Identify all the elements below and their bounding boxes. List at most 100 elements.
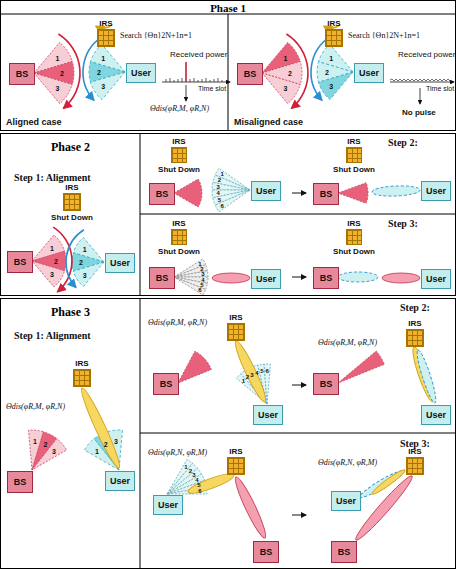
status-label: Shut Down bbox=[333, 165, 375, 174]
user-box: User bbox=[105, 471, 135, 491]
irs-label: IRS bbox=[172, 137, 185, 146]
step-arrow bbox=[292, 515, 306, 516]
box-label: User bbox=[426, 186, 446, 196]
time-axis bbox=[162, 82, 230, 83]
base-station-box: BS bbox=[237, 63, 263, 85]
irs-panel: IRS bbox=[406, 329, 424, 347]
annotation: Θdis(φR,N, φR,M) bbox=[148, 448, 207, 457]
beam-index: 1 bbox=[220, 171, 223, 177]
annotation: Θdis(φR,N, φR,M) bbox=[318, 458, 377, 467]
narrow-beam bbox=[370, 468, 407, 497]
annotation: Received power bbox=[170, 50, 227, 59]
beam-sector bbox=[213, 175, 250, 190]
box-label: BS bbox=[320, 189, 333, 199]
base-station-box: BS bbox=[313, 373, 339, 395]
base-station-box: BS bbox=[149, 267, 175, 289]
annotation: Search {Θn}2N+1n=1 bbox=[348, 31, 420, 40]
rotation-arrow bbox=[286, 34, 308, 108]
irs-label: IRS bbox=[347, 137, 360, 146]
user-box: User bbox=[253, 405, 283, 425]
beam-index: 2 bbox=[246, 374, 249, 380]
irs-panel: IRS bbox=[97, 29, 115, 47]
box-label: BS bbox=[156, 189, 169, 199]
beam-sector bbox=[215, 190, 250, 212]
beam-index: 4 bbox=[255, 370, 258, 376]
phase-title: Phase 1 bbox=[1, 2, 455, 14]
step-arrow bbox=[292, 193, 306, 194]
box-label: User bbox=[110, 258, 130, 268]
beam-sector bbox=[34, 73, 72, 104]
irs-panel: IRS bbox=[227, 457, 245, 475]
base-station-box: BS bbox=[9, 63, 35, 85]
power-pulse bbox=[190, 79, 191, 82]
beam-sector bbox=[167, 487, 207, 494]
base-station-box: BS bbox=[7, 471, 33, 493]
beam-index: 3 bbox=[50, 271, 54, 278]
beam-index: 4 bbox=[195, 477, 198, 483]
annotation: Search {Θn}2N+1n=1 bbox=[120, 31, 192, 40]
beam-index: 1 bbox=[33, 438, 37, 445]
beam-index: 1 bbox=[283, 54, 287, 61]
box-label: BS bbox=[14, 477, 27, 487]
irs-panel: IRSShut Down bbox=[171, 147, 187, 163]
box-label: BS bbox=[260, 547, 273, 557]
narrow-beam bbox=[231, 339, 269, 404]
beam-index: 2 bbox=[79, 259, 83, 266]
power-pulse bbox=[166, 79, 167, 82]
box-label: User bbox=[131, 68, 151, 78]
beam-index: 1 bbox=[184, 464, 187, 470]
annotation: Aligned case bbox=[6, 117, 62, 127]
power-pulse bbox=[194, 78, 195, 82]
power-pulse bbox=[206, 78, 207, 82]
status-label: Shut Down bbox=[51, 213, 93, 222]
irs-label: IRS bbox=[65, 183, 78, 192]
beam-index: 3 bbox=[101, 83, 105, 90]
step-label: Step 3: bbox=[400, 438, 430, 449]
box-label: BS bbox=[160, 379, 173, 389]
power-pulse bbox=[198, 80, 199, 82]
step-label: Step 2: bbox=[388, 137, 418, 148]
box-label: BS bbox=[320, 379, 333, 389]
beam-index: 1 bbox=[95, 448, 99, 455]
box-label: User bbox=[426, 274, 446, 284]
power-pulse bbox=[178, 79, 179, 82]
beam-index: 2 bbox=[218, 177, 221, 183]
box-label: User bbox=[256, 186, 276, 196]
step-label: Step 3: bbox=[388, 218, 418, 229]
irs-label: IRS bbox=[229, 313, 242, 322]
step-label: Step 1: Alignment bbox=[14, 330, 91, 341]
box-label: BS bbox=[16, 69, 29, 79]
irs-panel: IRS bbox=[73, 369, 91, 387]
beam-index: 3 bbox=[52, 448, 56, 455]
annotation: Θdis(φR,M, φR,N) bbox=[6, 402, 65, 411]
irs-panel: IRSShut Down bbox=[63, 193, 81, 211]
base-station-box: BS bbox=[313, 183, 339, 205]
irs-panel: IRSShut Down bbox=[346, 229, 362, 245]
annotation: No pulse bbox=[402, 108, 436, 117]
power-pulse bbox=[214, 79, 215, 82]
power-pulse bbox=[218, 78, 219, 82]
beam-index: 5 bbox=[197, 482, 200, 488]
beam-index: 1 bbox=[55, 54, 59, 61]
box-label: User bbox=[336, 496, 356, 506]
base-station-box: BS bbox=[253, 541, 279, 563]
beam-index: 1 bbox=[329, 54, 333, 61]
base-station-box: BS bbox=[7, 251, 33, 273]
irs-label: IRS bbox=[172, 219, 185, 228]
beam-sector bbox=[174, 265, 207, 277]
beam-sector bbox=[73, 262, 104, 287]
noise-line bbox=[390, 79, 450, 81]
box-label: User bbox=[158, 500, 178, 510]
beam-index: 6 bbox=[266, 368, 269, 374]
beam-index: 1 bbox=[242, 378, 245, 384]
user-box: User bbox=[126, 63, 156, 83]
power-pulse bbox=[182, 78, 183, 82]
base-station-box: BS bbox=[149, 183, 175, 205]
status-label: Shut Down bbox=[333, 247, 375, 256]
narrow-beam bbox=[338, 272, 378, 282]
beam-sector bbox=[174, 277, 206, 295]
rotation-arrow bbox=[58, 34, 80, 108]
irs-panel: IRSShut Down bbox=[346, 147, 362, 163]
